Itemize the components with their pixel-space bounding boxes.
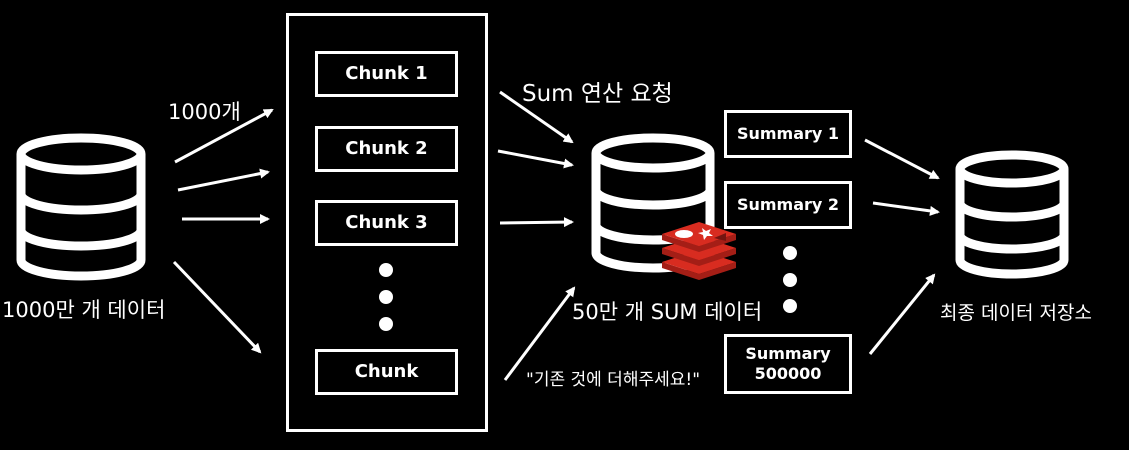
arrow-summary-1-to-final: [864, 138, 940, 180]
chunk-1-box: Chunk 1: [315, 51, 458, 97]
chunk-container: [286, 13, 488, 432]
arrow-summary-2-to-final: [872, 201, 940, 216]
chunk-2-box: Chunk 2: [315, 126, 458, 172]
arrow-chunk-n-to-sum: [503, 286, 576, 381]
summary-n-box: Summary 500000: [724, 334, 852, 394]
chunk-3-box: Chunk 3: [315, 200, 458, 246]
redis-logo-icon: [662, 222, 736, 280]
source-label: 1000만 개 데이터: [2, 298, 166, 322]
sum-request-label: Sum 연산 요청: [522, 81, 673, 107]
final-db-label: 최종 데이터 저장소: [940, 302, 1092, 324]
add-existing-label: "기존 것에 더해주세요!": [526, 370, 701, 390]
arrow-chunk-2-to-sum: [497, 149, 574, 169]
chunk-n-box: Chunk: [315, 349, 458, 395]
chunk-ellipsis-dots: [379, 263, 393, 331]
source-database-icon: [16, 133, 146, 281]
arrow-chunk-1-to-sum: [499, 90, 574, 144]
arrow-chunk-3-to-sum: [499, 217, 574, 228]
summary-1-box: Summary 1: [724, 110, 852, 158]
arrow-source-to-chunk-n: [172, 260, 262, 354]
arrow-source-to-chunk-1: [174, 108, 274, 164]
summary-2-box: Summary 2: [724, 181, 852, 229]
batch-size-label: 1000개: [168, 100, 241, 124]
summary-ellipsis-dots: [783, 246, 797, 313]
arrow-summary-n-to-final: [868, 273, 936, 355]
sum-db-label: 50만 개 SUM 데이터: [572, 300, 763, 324]
arrow-source-to-chunk-2: [177, 168, 270, 192]
final-database-icon: [955, 150, 1069, 279]
